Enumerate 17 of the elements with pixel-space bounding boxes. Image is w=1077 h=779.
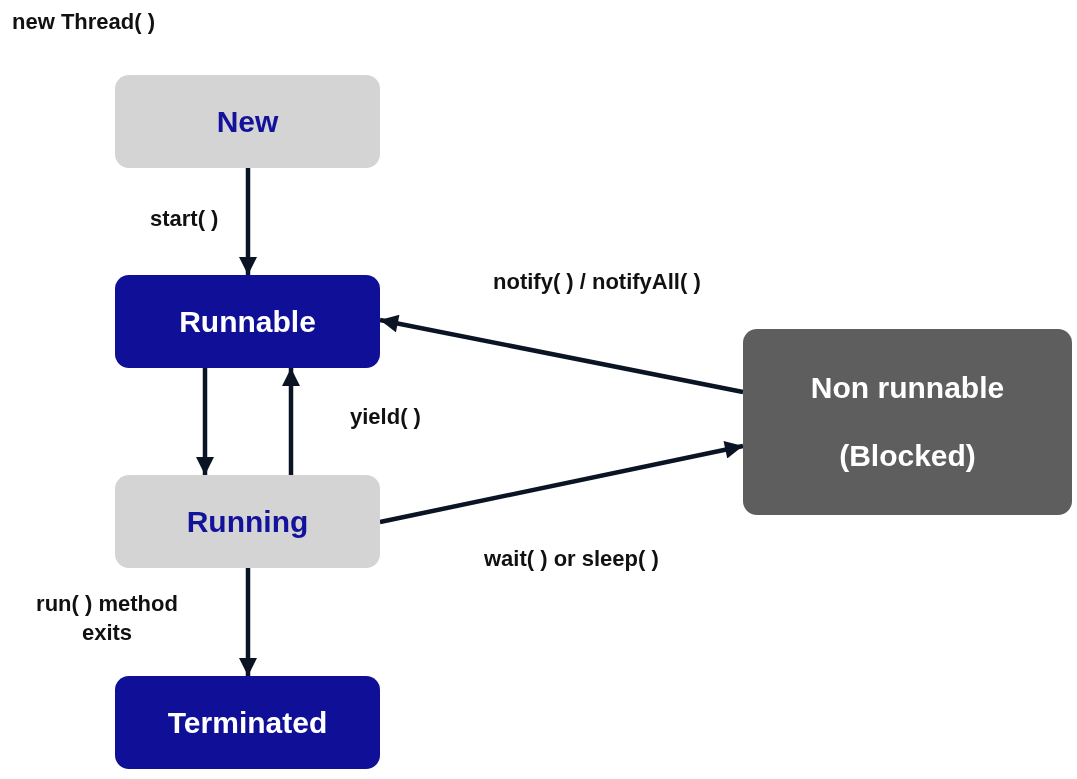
state-box	[115, 275, 380, 368]
arrow	[379, 314, 744, 395]
state-name: Running	[186, 504, 309, 539]
state-name: New	[216, 104, 279, 139]
arrow	[379, 440, 744, 525]
arrow	[282, 368, 300, 475]
arrow	[239, 568, 257, 676]
state-box	[115, 475, 380, 568]
state-name: Terminated	[167, 705, 328, 740]
state-box	[115, 75, 380, 168]
state-name: (Blocked)	[839, 439, 976, 473]
state-box	[743, 329, 1072, 515]
arrow	[196, 368, 214, 475]
state-box	[115, 676, 380, 769]
arrow	[239, 168, 257, 275]
state-name: Non runnable	[810, 371, 1005, 405]
state-name: Runnable	[179, 304, 316, 339]
